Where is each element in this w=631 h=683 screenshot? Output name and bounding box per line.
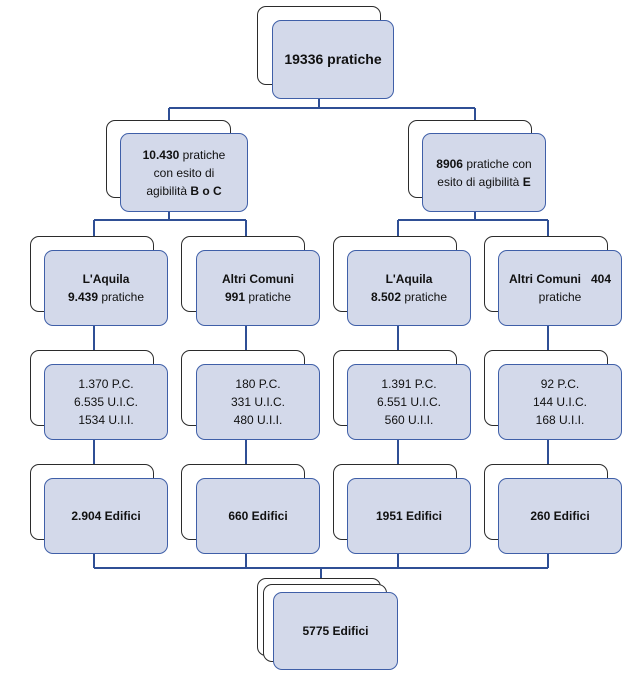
branch-right-line2: esito di agibilità: [437, 174, 523, 189]
l5-box-3: 1951 Edifici: [347, 478, 471, 554]
l5-box-2: 660 Edifici: [196, 478, 320, 554]
branch-left-line2: con esito di: [153, 165, 215, 180]
l3-title-1: L'Aquila: [82, 272, 130, 286]
l4-pc-2: 180 P.C.: [235, 377, 281, 391]
l4-uii-4: 168 U.I.I.: [535, 413, 585, 427]
l3-title-4: Altri Comuni: [508, 272, 581, 286]
l3-value-1: 9.439: [67, 290, 98, 304]
l4-box-3: 1.391 P.C. 6.551 U.I.C. 560 U.I.I.: [347, 364, 471, 440]
branch-left-value: 10.430: [142, 147, 180, 162]
l3-unit-3: pratiche: [401, 290, 448, 304]
branch-right-box: 8906 pratiche con esito di agibilità E: [422, 133, 546, 212]
l4-uii-2: 480 U.I.I.: [233, 413, 283, 427]
l4-pc-4: 92 P.C.: [540, 377, 580, 391]
l4-pc-3: 1.391 P.C.: [381, 377, 437, 391]
l3-box-1: L'Aquila 9.439 pratiche: [44, 250, 168, 326]
l3-box-3: L'Aquila 8.502 pratiche: [347, 250, 471, 326]
l4-uic-4: 144 U.I.C.: [532, 395, 588, 409]
l4-uii-3: 560 U.I.I.: [384, 413, 434, 427]
branch-right-value: 8906: [436, 156, 463, 171]
branch-left-box: 10.430 pratiche con esito di agibilità B…: [120, 133, 248, 212]
l5-value-3: 1951 Edifici: [375, 509, 443, 523]
branch-right-line1: pratiche con: [462, 156, 532, 171]
branch-left-line1: pratiche: [179, 147, 226, 162]
l5-box-4: 260 Edifici: [498, 478, 622, 554]
l3-box-2: Altri Comuni 991 pratiche: [196, 250, 320, 326]
root-value: 19336: [284, 51, 324, 67]
l3-value-2: 991: [224, 290, 245, 304]
root-box: 19336 pratiche: [272, 20, 394, 99]
l5-value-1: 2.904 Edifici: [71, 509, 141, 523]
root-unit: pratiche: [323, 51, 382, 67]
l3-unit-2: pratiche: [245, 290, 292, 304]
l3-title-3: L'Aquila: [385, 272, 433, 286]
l3-value-4: 404: [580, 272, 612, 286]
l3-title-2: Altri Comuni: [222, 272, 294, 286]
l5-value-2: 660 Edifici: [228, 509, 288, 523]
total-box: 5775 Edifici: [273, 592, 398, 670]
l3-unit-4: pratiche: [538, 290, 582, 304]
l4-box-1: 1.370 P.C. 6.535 U.I.C. 1534 U.I.I.: [44, 364, 168, 440]
l5-box-1: 2.904 Edifici: [44, 478, 168, 554]
l4-uic-3: 6.551 U.I.C.: [376, 395, 442, 409]
l3-value-3: 8.502: [370, 290, 401, 304]
branch-left-line3: agibilità: [146, 183, 191, 198]
l4-uic-1: 6.535 U.I.C.: [73, 395, 139, 409]
branch-right-rating: E: [522, 174, 531, 189]
l4-uic-2: 331 U.I.C.: [230, 395, 286, 409]
l4-box-2: 180 P.C. 331 U.I.C. 480 U.I.I.: [196, 364, 320, 440]
total-value: 5775 Edifici: [302, 624, 369, 638]
l4-uii-1: 1534 U.I.I.: [78, 413, 134, 427]
l3-unit-1: pratiche: [98, 290, 145, 304]
l3-box-4: Altri Comuni 404 pratiche: [498, 250, 622, 326]
l4-box-4: 92 P.C. 144 U.I.C. 168 U.I.I.: [498, 364, 622, 440]
branch-left-rating: B o C: [190, 183, 222, 198]
l4-pc-1: 1.370 P.C.: [78, 377, 134, 391]
l5-value-4: 260 Edifici: [530, 509, 590, 523]
